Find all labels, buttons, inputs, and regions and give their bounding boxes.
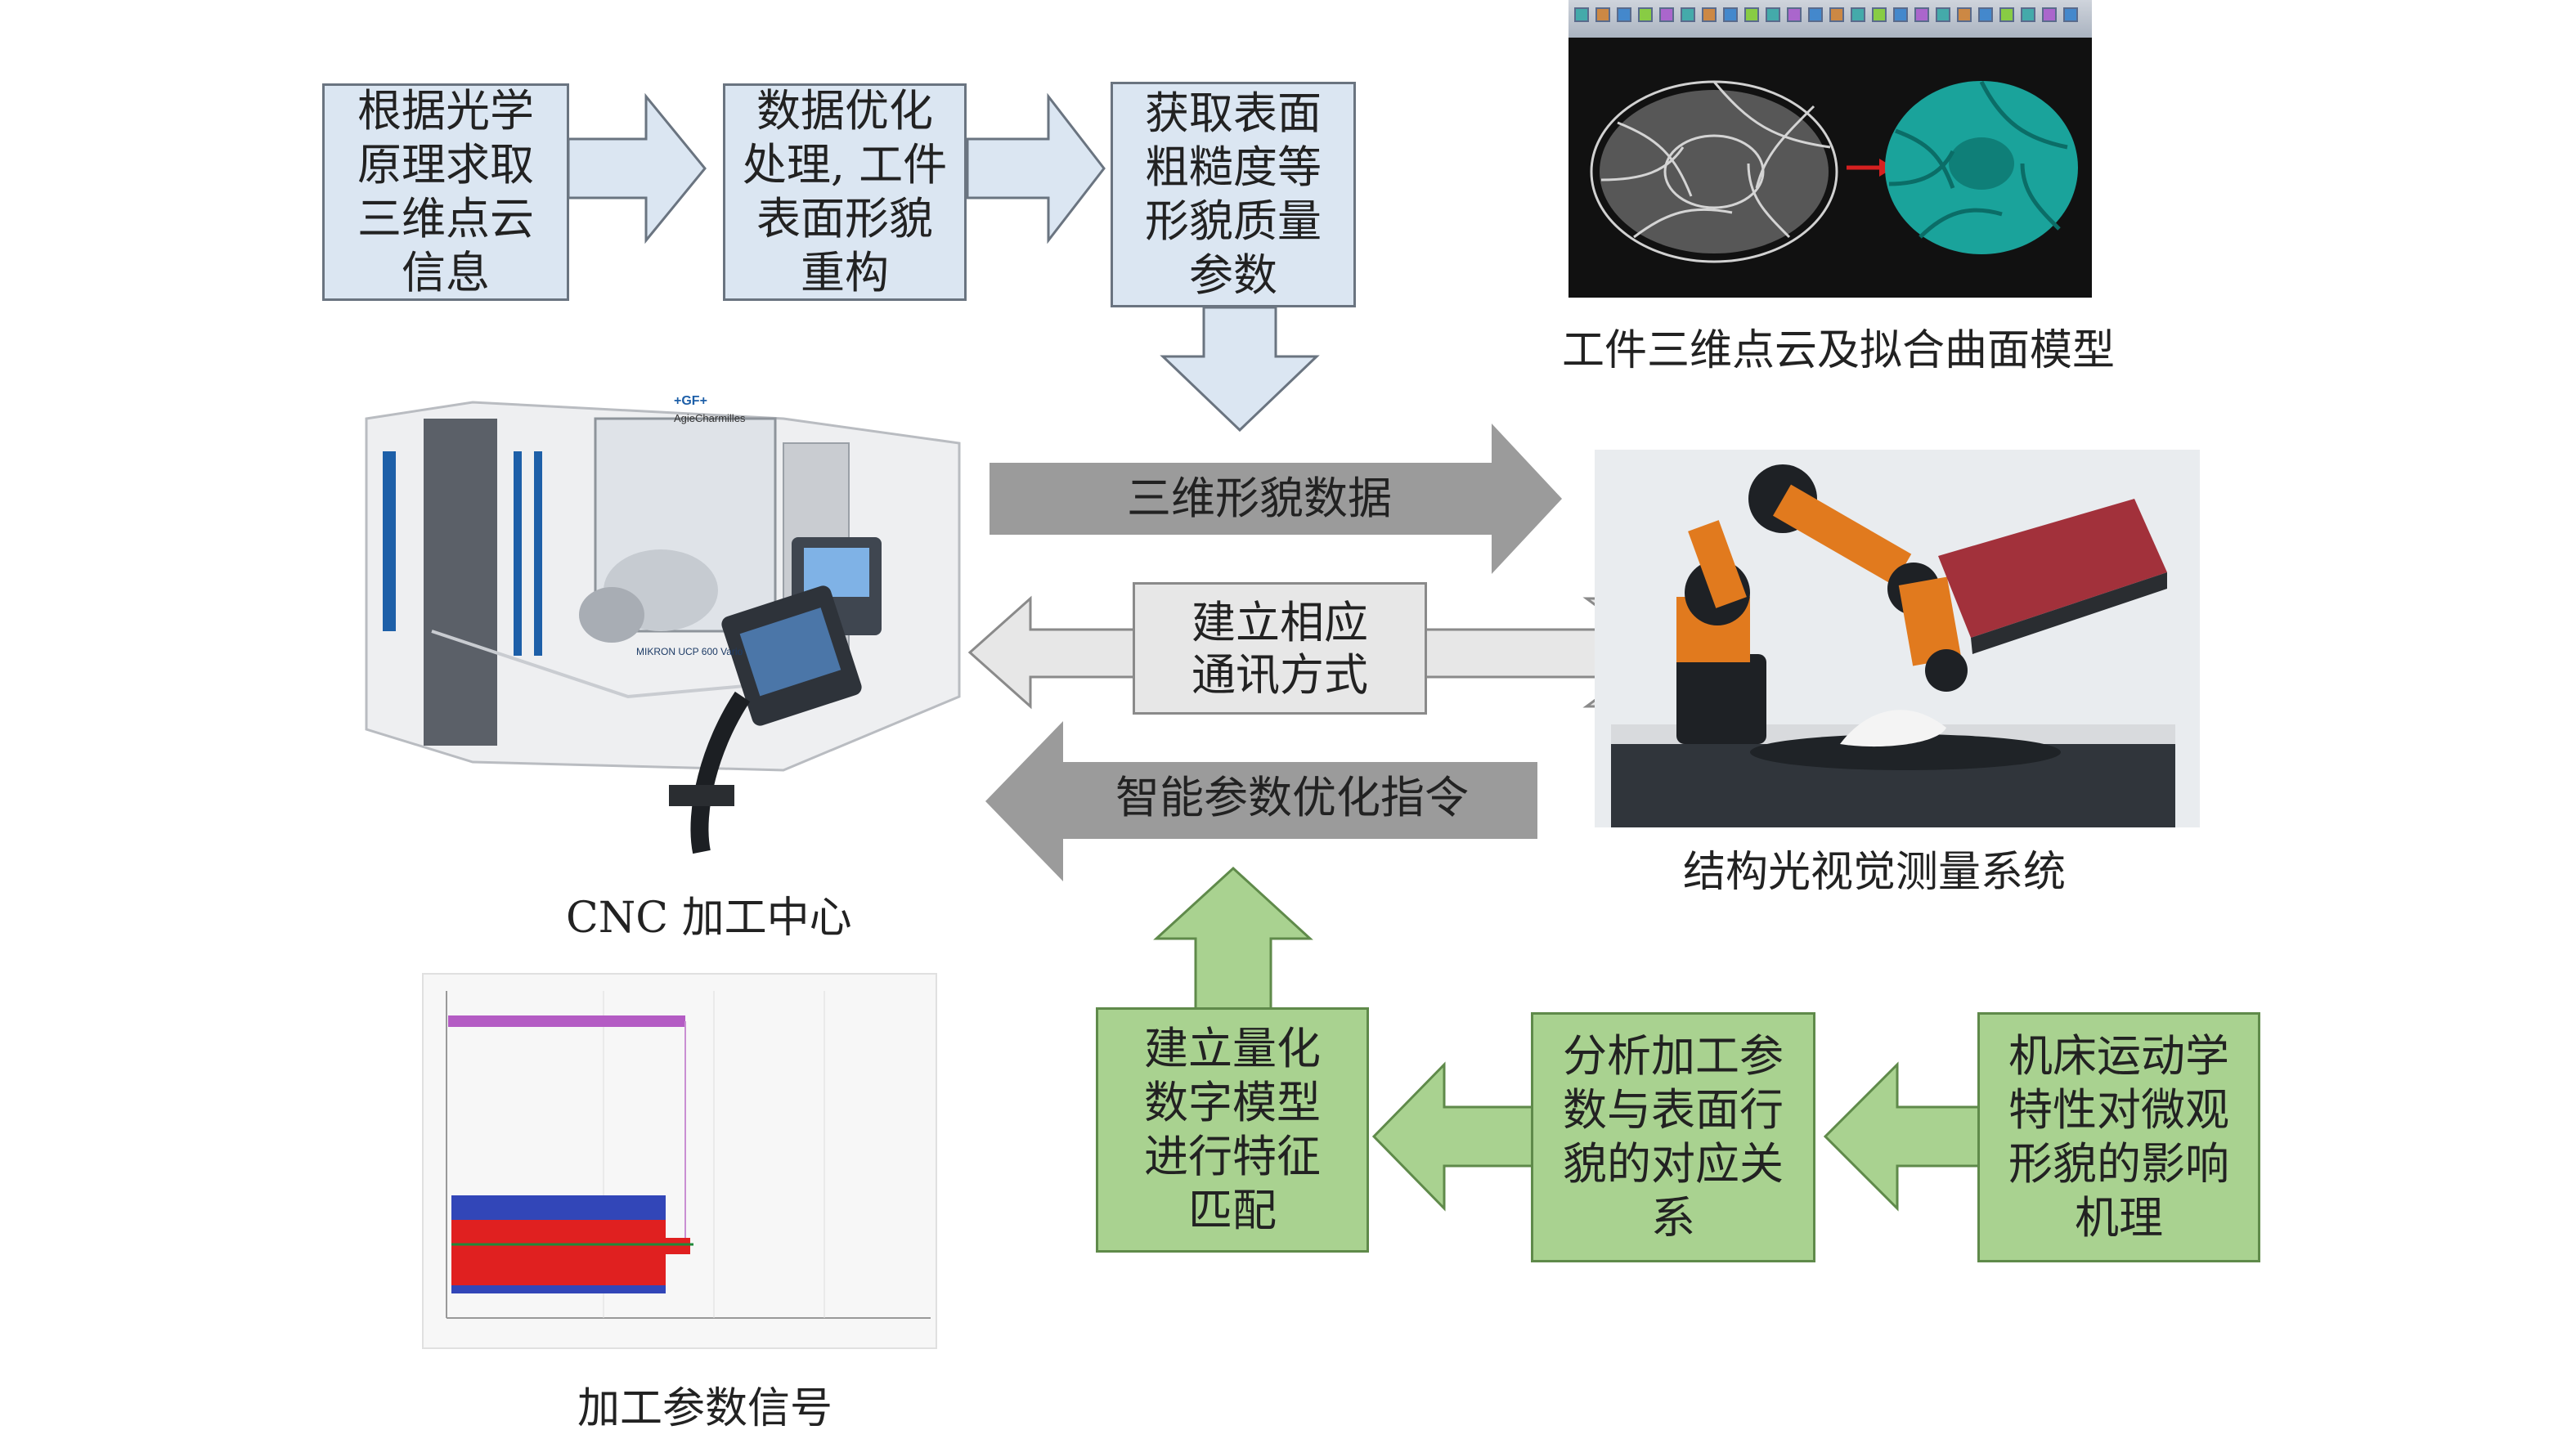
cnc-machine-image: +GF+ AgieCharmilles MIKRON UCP 600 Vario	[350, 386, 972, 876]
impeller-graphics	[1574, 7, 2078, 263]
signal-caption: 加工参数信号	[577, 1384, 833, 1433]
command-arrow	[985, 721, 1537, 881]
cnc-model: MIKRON UCP 600 Vario	[636, 646, 743, 657]
bottom-arrow-up	[1153, 866, 1313, 1011]
bottom-step-2: 分析加工参 数与表面行 貌的对应关 系	[1531, 1012, 1815, 1262]
bottom-step-1: 机床运动学 特性对微观 形貌的影响 机理	[1977, 1012, 2260, 1262]
measure-system-caption: 结构光视觉测量系统	[1683, 848, 2067, 897]
point-cloud-caption: 工件三维点云及拟合曲面模型	[1562, 326, 2116, 375]
cnc-brand-top: +GF+	[674, 394, 707, 408]
cnc-graphics	[365, 401, 961, 854]
data-arrow	[990, 424, 1562, 574]
data-arrow-label: 三维形貌数据	[1127, 473, 1392, 524]
robot-graphics	[1611, 464, 2175, 827]
cnc-brand: AgieCharmilles	[674, 412, 746, 424]
top-arrow-2	[966, 92, 1106, 244]
top-step-2: 数据优化 处理, 工件 表面形貌 重构	[723, 83, 967, 301]
bottom-arrow-1	[1823, 1061, 1981, 1212]
measure-system-image	[1595, 450, 2200, 827]
comm-arrow-label: 建立相应 通讯方式	[1192, 597, 1368, 701]
bottom-arrow-2	[1371, 1061, 1536, 1212]
comm-label-box	[1133, 582, 1427, 715]
top-arrow-1	[567, 92, 707, 244]
signal-graphics	[446, 991, 931, 1319]
bottom-step-3: 建立量化 数字模型 进行特征 匹配	[1096, 1007, 1369, 1253]
top-step-1: 根据光学 原理求取 三维点云 信息	[322, 83, 569, 301]
cnc-caption: CNC 加工中心	[566, 894, 852, 943]
point-cloud-image	[1568, 0, 2092, 298]
top-step-3: 获取表面 粗糙度等 形貌质量 参数	[1111, 82, 1356, 307]
command-arrow-label: 智能参数优化指令	[1115, 772, 1469, 823]
top-arrow-down	[1160, 306, 1320, 433]
signal-plot-image	[422, 973, 937, 1349]
